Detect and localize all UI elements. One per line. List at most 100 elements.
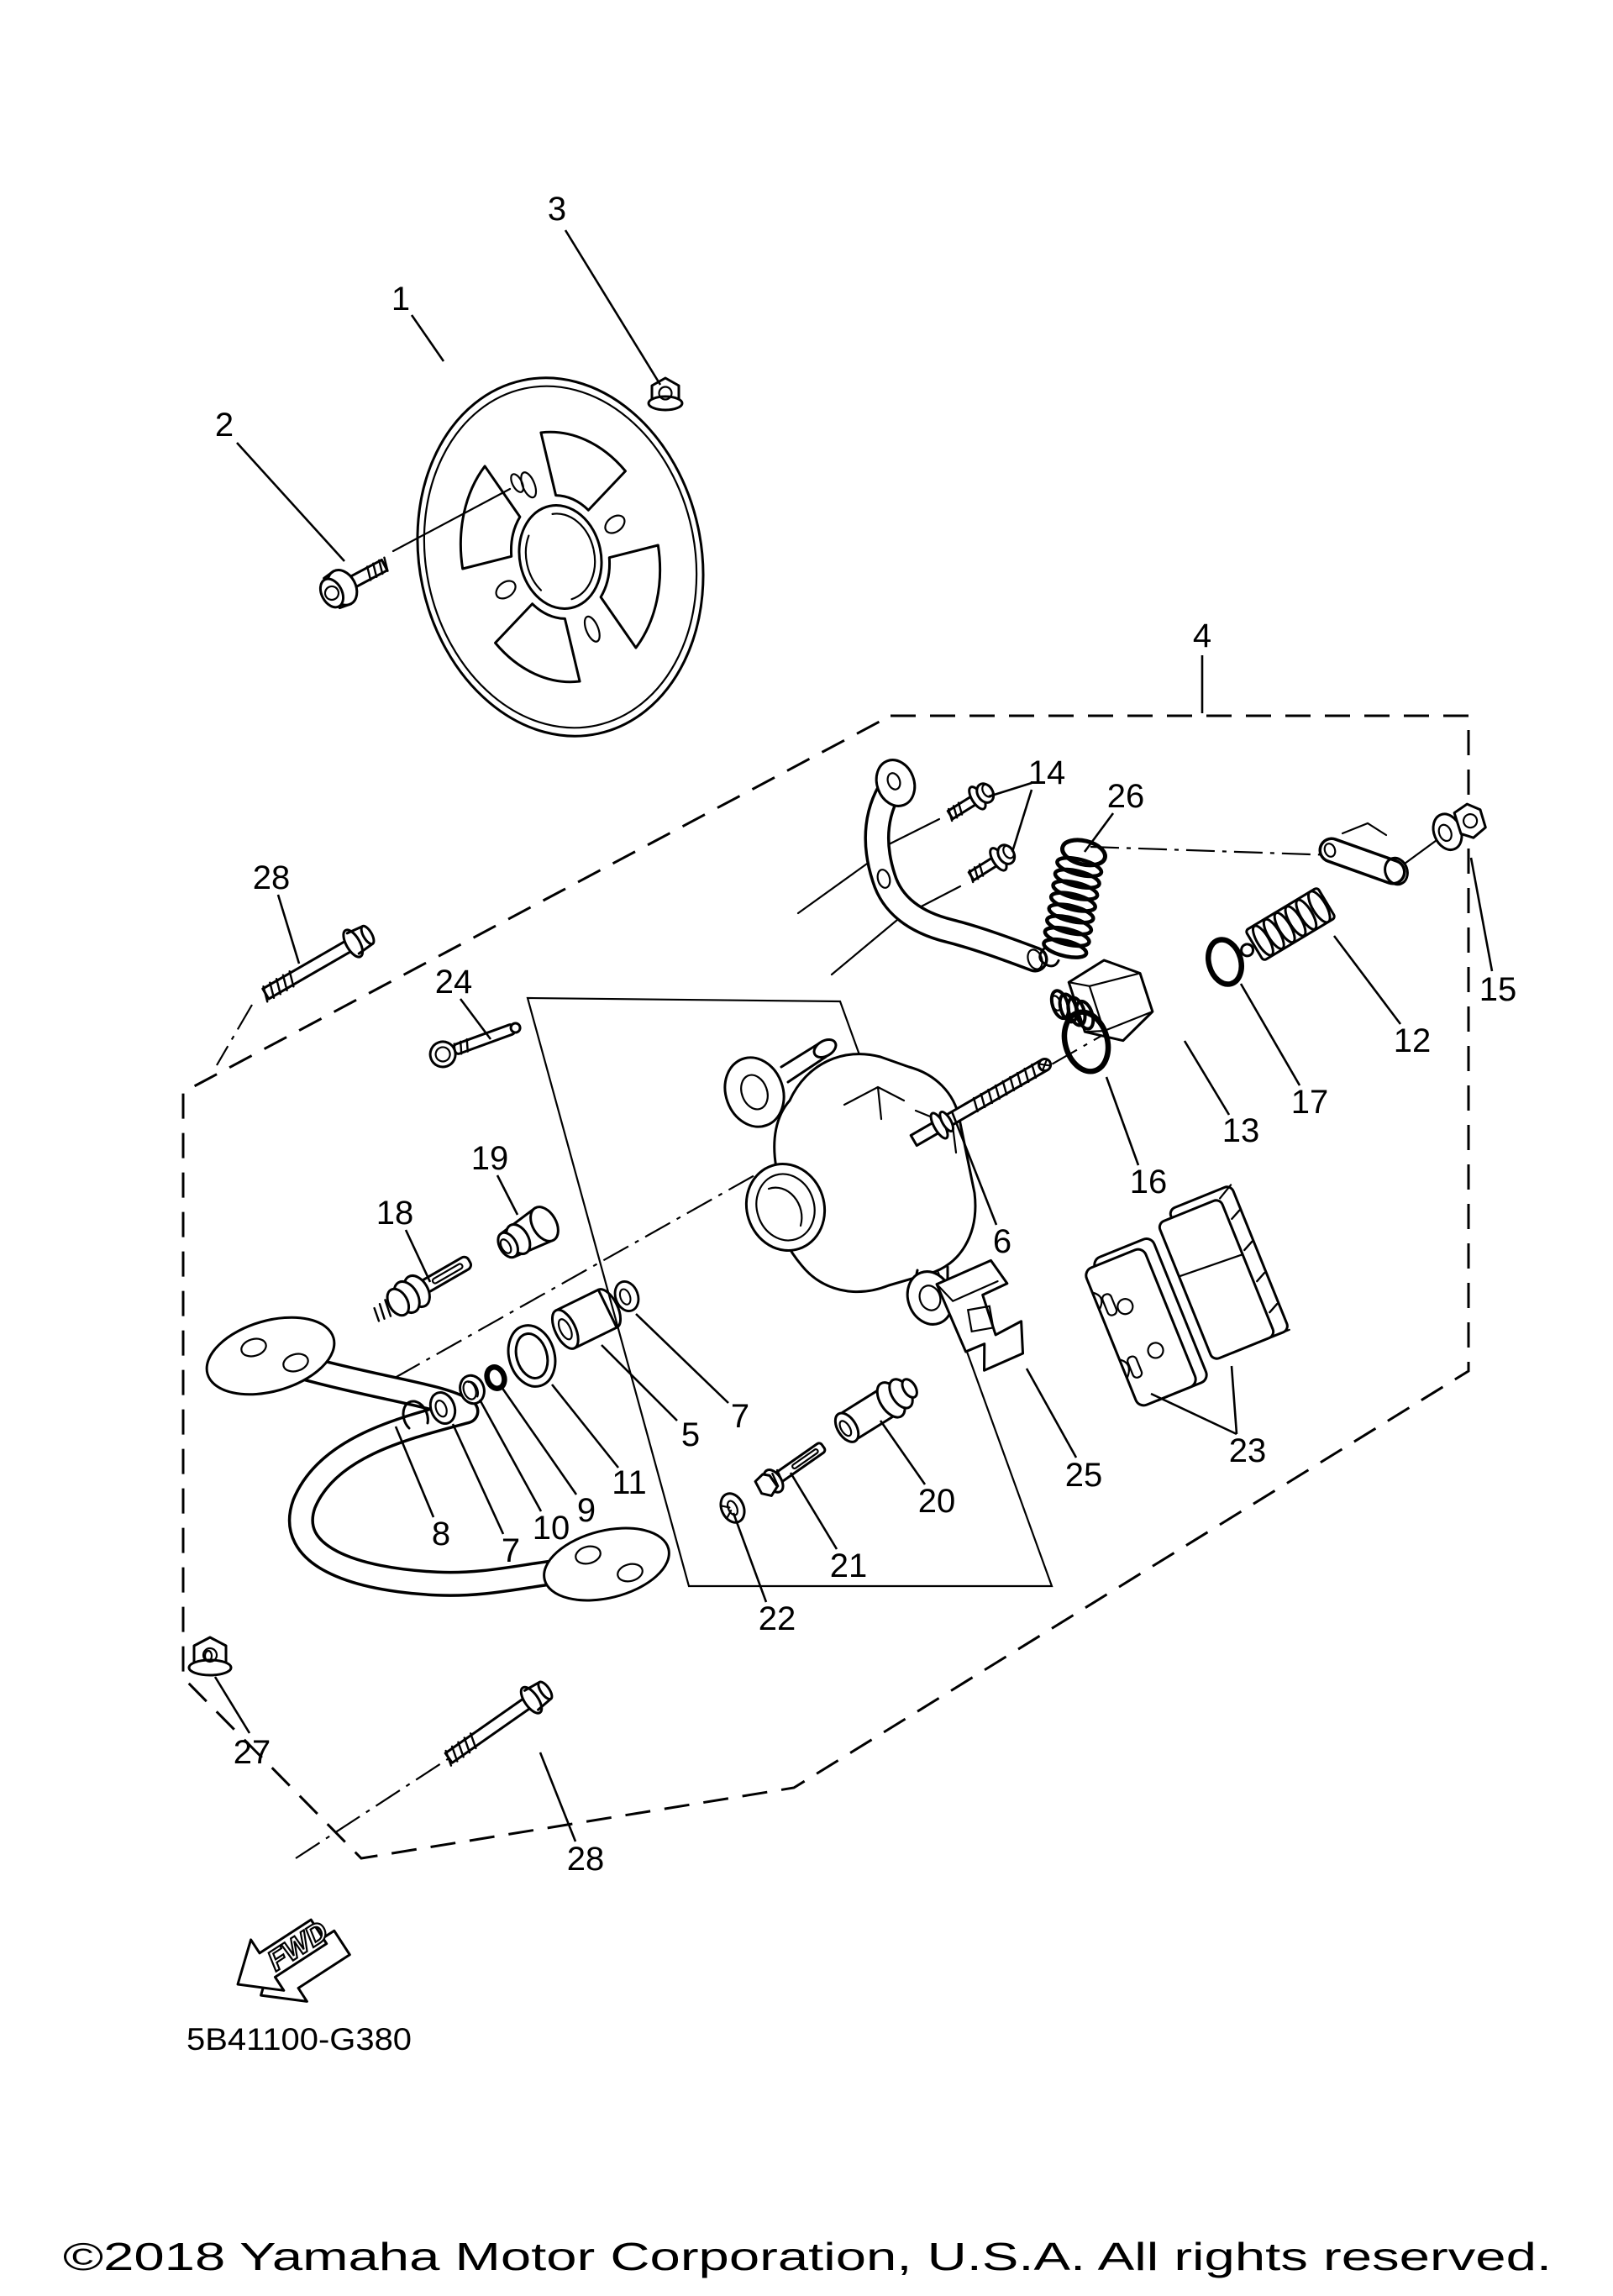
assembly-boundary-dashed bbox=[181, 714, 1470, 1860]
mounting-bracket bbox=[205, 1316, 670, 1602]
ring-10 bbox=[459, 1374, 486, 1405]
disc-bolt bbox=[318, 556, 389, 610]
mount-bolt-lower bbox=[436, 1674, 559, 1773]
adjuster-plug bbox=[1049, 959, 1154, 1043]
callout-21: 21 bbox=[830, 1547, 868, 1584]
fwd-arrow bbox=[236, 1918, 328, 1992]
flange-nut-27 bbox=[187, 1636, 233, 1677]
leader-line-14 bbox=[1011, 789, 1033, 853]
callout-7: 7 bbox=[731, 1398, 749, 1435]
callout-3: 3 bbox=[548, 191, 566, 228]
callout-28: 28 bbox=[567, 1841, 605, 1878]
o-ring-16 bbox=[1061, 1009, 1111, 1074]
callout-26: 26 bbox=[1107, 778, 1145, 815]
brake-disc bbox=[385, 351, 735, 763]
leader-line-22 bbox=[732, 1512, 768, 1603]
leader-line-14 bbox=[988, 781, 1032, 798]
leader-line-23 bbox=[1230, 1365, 1238, 1435]
callout-22: 22 bbox=[759, 1600, 796, 1637]
e-clip-22 bbox=[719, 1492, 746, 1524]
washer-7-right bbox=[609, 1277, 644, 1316]
caliper-stay bbox=[864, 759, 1048, 973]
leader-line-27 bbox=[213, 1676, 251, 1734]
callout-12: 12 bbox=[1394, 1022, 1432, 1059]
o-ring-17 bbox=[1206, 937, 1244, 987]
return-spring bbox=[1038, 838, 1107, 968]
leader-line-8 bbox=[394, 1426, 435, 1518]
subassembly-outline bbox=[526, 996, 1053, 1588]
stay-bolt-lower bbox=[962, 838, 1022, 890]
leader-line-19 bbox=[496, 1174, 519, 1216]
dust-seal-11 bbox=[507, 1324, 557, 1388]
callout-20: 20 bbox=[918, 1483, 956, 1520]
callout-27: 27 bbox=[234, 1734, 271, 1771]
diagram-part-code: 5B41100-G380 bbox=[187, 2022, 412, 2057]
brake-pad-inner bbox=[1085, 1237, 1208, 1407]
pin-bolt bbox=[428, 1022, 522, 1069]
caliper-body bbox=[723, 1038, 977, 1326]
callout-25: 25 bbox=[1065, 1457, 1103, 1494]
leader-line-28 bbox=[276, 894, 301, 964]
callout-19: 19 bbox=[471, 1140, 509, 1177]
leader-line-20 bbox=[879, 1420, 927, 1485]
leader-line-23 bbox=[1150, 1392, 1237, 1436]
actuating-lever bbox=[1318, 822, 1409, 886]
leader-line-3 bbox=[564, 229, 662, 386]
leader-line-17 bbox=[1239, 983, 1301, 1086]
leader-line-7 bbox=[635, 1313, 729, 1404]
callout-9: 9 bbox=[577, 1492, 596, 1529]
callout-6: 6 bbox=[993, 1223, 1011, 1260]
callout-14: 14 bbox=[1028, 754, 1066, 791]
callout-15: 15 bbox=[1479, 971, 1517, 1008]
slide-boot bbox=[497, 1206, 560, 1259]
pad-support-clip bbox=[935, 1258, 1025, 1372]
pad-pin bbox=[754, 1442, 827, 1497]
brake-pad-outer bbox=[1158, 1184, 1290, 1360]
callout-8: 8 bbox=[432, 1516, 450, 1553]
pin-boot-20 bbox=[833, 1378, 918, 1443]
leader-line-1 bbox=[410, 314, 445, 362]
leader-line-9 bbox=[500, 1386, 578, 1495]
leader-line-11 bbox=[550, 1384, 620, 1468]
callout-10: 10 bbox=[533, 1510, 570, 1547]
leader-line-2 bbox=[236, 442, 345, 562]
callout-18: 18 bbox=[376, 1195, 414, 1232]
fwd-indicator: FWD bbox=[236, 1915, 351, 2003]
leader-line-5 bbox=[601, 1344, 678, 1421]
callout-5: 5 bbox=[681, 1416, 700, 1453]
leader-line-24 bbox=[459, 998, 492, 1040]
leader-line-10 bbox=[478, 1399, 543, 1512]
disc-nut bbox=[647, 376, 684, 412]
leader-line-18 bbox=[404, 1229, 432, 1283]
leader-line-6 bbox=[950, 1111, 998, 1226]
leader-line-16 bbox=[1105, 1076, 1140, 1166]
leader-line-15 bbox=[1469, 857, 1494, 972]
adjusting-screw bbox=[909, 1058, 1053, 1148]
callout-4: 4 bbox=[1193, 617, 1211, 654]
circlip-8 bbox=[402, 1400, 429, 1430]
callout-17: 17 bbox=[1291, 1084, 1329, 1121]
callout-24: 24 bbox=[435, 964, 473, 1001]
callout-layer: 1234567789101112131415161718192021222324… bbox=[213, 191, 1517, 1878]
callout-2: 2 bbox=[215, 407, 234, 444]
copyright-text: ©2018 Yamaha Motor Corporation, U.S.A. A… bbox=[63, 2235, 1552, 2278]
callout-28: 28 bbox=[253, 859, 291, 896]
leader-line-26 bbox=[1083, 812, 1115, 853]
callout-7: 7 bbox=[502, 1532, 520, 1569]
mount-bolt-upper bbox=[255, 918, 381, 1010]
leader-line-12 bbox=[1332, 935, 1402, 1025]
o-ring-9 bbox=[484, 1364, 507, 1391]
leader-line-28 bbox=[539, 1752, 577, 1842]
leader-line-25 bbox=[1025, 1368, 1078, 1458]
adjuster-sleeve bbox=[1240, 887, 1336, 961]
leader-line-13 bbox=[1183, 1040, 1231, 1116]
callout-23: 23 bbox=[1229, 1432, 1267, 1469]
callout-13: 13 bbox=[1222, 1112, 1260, 1149]
bushing-5 bbox=[550, 1288, 623, 1350]
leader-line-7 bbox=[451, 1423, 505, 1535]
callout-1: 1 bbox=[391, 281, 410, 318]
callout-11: 11 bbox=[612, 1464, 647, 1501]
slide-shaft bbox=[373, 1255, 472, 1322]
